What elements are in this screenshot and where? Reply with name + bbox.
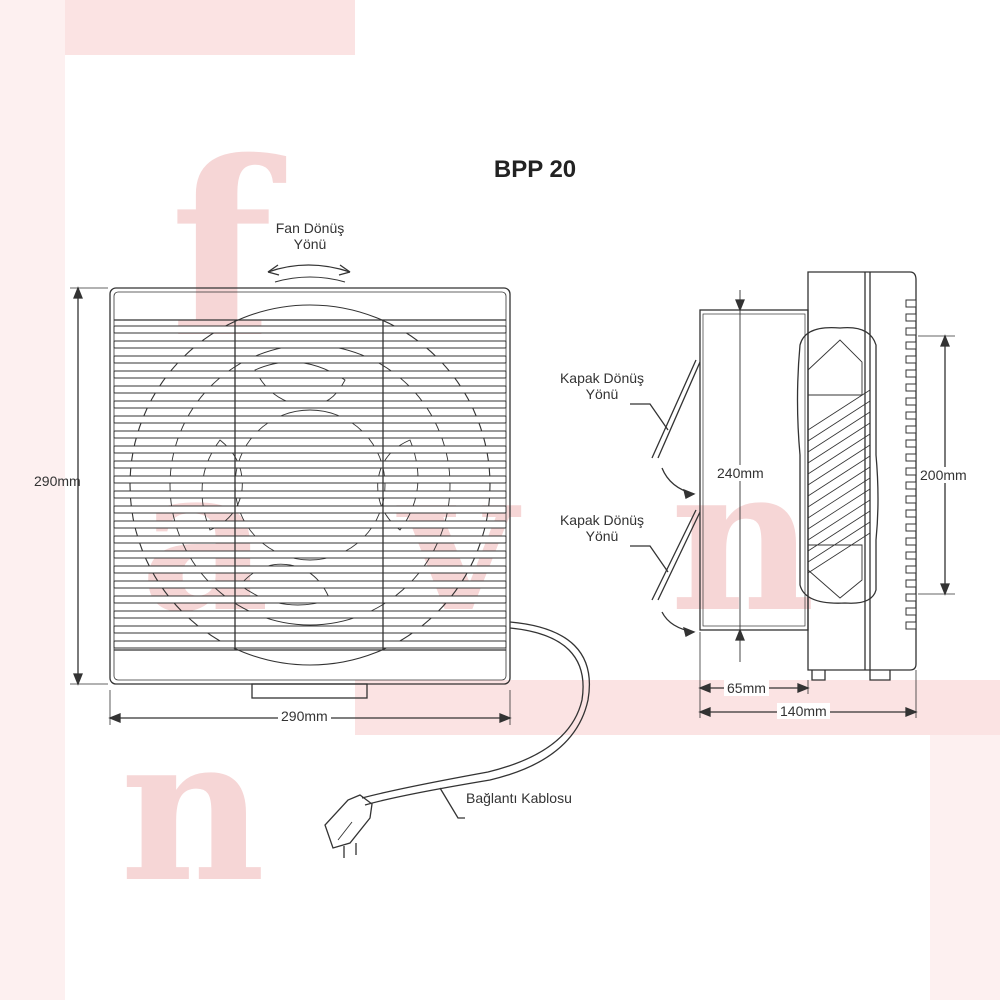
grille-tooth (905, 579, 917, 588)
fan-direction-label: Fan Dönüş Yönü (250, 220, 370, 252)
grille-slat (113, 340, 507, 349)
grille-slat (113, 460, 507, 469)
grille-slat (113, 415, 507, 424)
grille-tooth (905, 523, 917, 532)
cover-direction-2-line2: Yönü (585, 528, 619, 544)
grille-tooth (905, 621, 917, 630)
cover-direction-label-1: Kapak Dönüş Yönü (542, 370, 662, 402)
grille-slat (113, 640, 507, 649)
grille-tooth (905, 411, 917, 420)
grille-tooth (905, 495, 917, 504)
fan-direction-line1: Fan Dönüş (275, 220, 345, 236)
watermark-letter-n-bottom: n (120, 692, 266, 927)
grille-tooth (905, 299, 917, 308)
side-view (630, 271, 955, 718)
hatch-line (807, 477, 871, 519)
cover-direction-1-line2: Yönü (585, 386, 619, 402)
dimension-height-front: 290mm (34, 473, 81, 489)
grille-slat (113, 325, 507, 334)
grille-tooth (905, 383, 917, 392)
hatch-line (807, 433, 871, 475)
hatch-line (807, 389, 871, 431)
grille-tooth (905, 607, 917, 616)
grille-tooth (905, 509, 917, 518)
grille-tooth (905, 537, 917, 546)
grille-slat (113, 625, 507, 634)
hatch-line (807, 510, 871, 552)
grille-tooth (905, 397, 917, 406)
grille-tooth (905, 327, 917, 336)
hatch-line (807, 488, 871, 530)
cover-direction-1-line1: Kapak Dönüş (559, 370, 645, 386)
diagram-title: BPP 20 (493, 156, 577, 183)
grille-slat (113, 535, 507, 544)
grille-slat (113, 370, 507, 379)
grille-tooth (905, 439, 917, 448)
grille-slat (113, 520, 507, 529)
cover-direction-label-2: Kapak Dönüş Yönü (542, 512, 662, 544)
hatch-line (807, 422, 871, 464)
hatch-line (807, 532, 871, 574)
grille-tooth (905, 593, 917, 602)
grille-slat (113, 580, 507, 589)
dimension-depth-total: 140mm (777, 703, 830, 719)
grille-slat (113, 595, 507, 604)
grille-tooth (905, 355, 917, 364)
grille-slat (113, 550, 507, 559)
grille-tooth (905, 551, 917, 560)
grille-tooth (905, 453, 917, 462)
grille-tooth (905, 565, 917, 574)
grille-tooth (905, 369, 917, 378)
hatch-line (807, 444, 871, 486)
dimension-depth-body: 65mm (724, 680, 769, 696)
hatch-line (807, 521, 871, 563)
grille-slat (113, 610, 507, 619)
hatch-line (807, 466, 871, 508)
grille-slat (113, 445, 507, 454)
grille-slat (113, 355, 507, 364)
hatch-line (807, 455, 871, 497)
grille-tooth (905, 341, 917, 350)
grille-slat (113, 430, 507, 439)
grille-tooth (905, 425, 917, 434)
grille-slat (113, 400, 507, 409)
front-view (70, 264, 590, 858)
grille-slat (113, 490, 507, 499)
grille-tooth (905, 467, 917, 476)
grille-tooth (905, 481, 917, 490)
fan-direction-line2: Yönü (293, 236, 327, 252)
grille-slat (113, 385, 507, 394)
cover-direction-2-line1: Kapak Dönüş (559, 512, 645, 528)
grille-slat (113, 505, 507, 514)
dimension-opening-height: 200mm (917, 467, 970, 483)
cable-label: Bağlantı Kablosu (466, 790, 572, 806)
hatch-line (807, 499, 871, 541)
dimension-width-front: 290mm (278, 708, 331, 724)
dimension-body-height: 240mm (714, 465, 767, 481)
hatch-line (807, 400, 871, 442)
hatch-line (807, 411, 871, 453)
grille-slat (113, 565, 507, 574)
grille-slat (113, 475, 507, 484)
grille-tooth (905, 313, 917, 322)
